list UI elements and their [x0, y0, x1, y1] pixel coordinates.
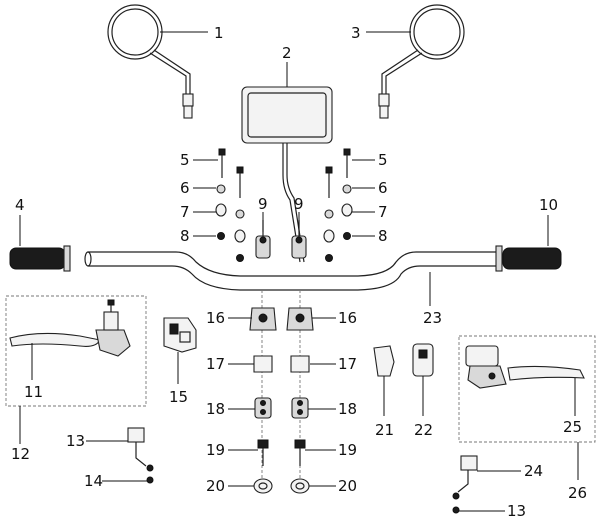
- right-riser-stack: [286, 290, 314, 494]
- callout-4: 4: [15, 196, 25, 214]
- callout-6-left: 6: [180, 179, 190, 197]
- left-riser-stack: [249, 290, 277, 494]
- upper-clamp-left: [255, 220, 271, 259]
- handlebar: [84, 251, 500, 291]
- right-switch-housing: [373, 343, 434, 377]
- right-brake-assembly: [458, 335, 596, 443]
- callout-2: 2: [282, 44, 292, 62]
- callout-25: 25: [563, 418, 582, 436]
- callout-3: 3: [351, 24, 361, 42]
- callout-16-right: 16: [338, 309, 357, 327]
- callout-5-right: 5: [378, 151, 388, 169]
- right-mount-hardware: [323, 148, 353, 262]
- callout-8-right: 8: [378, 227, 388, 245]
- callout-9-left: 9: [258, 195, 268, 213]
- callout-20-left: 20: [206, 477, 225, 495]
- callout-1: 1: [214, 24, 224, 42]
- callout-17-right: 17: [338, 355, 357, 373]
- callout-6-right: 6: [378, 179, 388, 197]
- left-mirror: [107, 4, 194, 119]
- callout-11: 11: [24, 383, 43, 401]
- callout-26: 26: [568, 484, 587, 502]
- callout-19-left: 19: [206, 441, 225, 459]
- callout-18-right: 18: [338, 400, 357, 418]
- callout-7-left: 7: [180, 203, 190, 221]
- callout-17-left: 17: [206, 355, 225, 373]
- callout-13-right: 13: [507, 502, 526, 520]
- callout-15: 15: [169, 388, 188, 406]
- callout-16-left: 16: [206, 309, 225, 327]
- callout-14: 14: [84, 472, 103, 490]
- callout-21: 21: [375, 421, 394, 439]
- right-grip: [495, 245, 562, 272]
- callout-20-right: 20: [338, 477, 357, 495]
- callout-8-left: 8: [180, 227, 190, 245]
- callout-12: 12: [11, 445, 30, 463]
- instrument-display: [241, 86, 333, 263]
- callout-19-right: 19: [338, 441, 357, 459]
- left-mirror-bracket: [127, 427, 154, 484]
- callout-13-left: 13: [66, 432, 85, 450]
- left-mount-hardware: [215, 148, 246, 262]
- left-grip: [9, 245, 71, 272]
- leader-lines: [19, 31, 579, 512]
- right-mirror-bracket: [452, 455, 478, 514]
- callout-23: 23: [423, 309, 442, 327]
- callout-22: 22: [414, 421, 433, 439]
- callout-5-left: 5: [180, 151, 190, 169]
- callout-24: 24: [524, 462, 543, 480]
- callout-9-right: 9: [294, 195, 304, 213]
- left-switch-housing: [163, 317, 197, 353]
- right-mirror: [378, 4, 465, 119]
- callout-labels: 1 2 3 4 10 5 5 6 6 7 7 8 8 9 9 11 12 13 …: [11, 24, 587, 520]
- callout-18-left: 18: [206, 400, 225, 418]
- callout-10: 10: [539, 196, 558, 214]
- callout-7-right: 7: [378, 203, 388, 221]
